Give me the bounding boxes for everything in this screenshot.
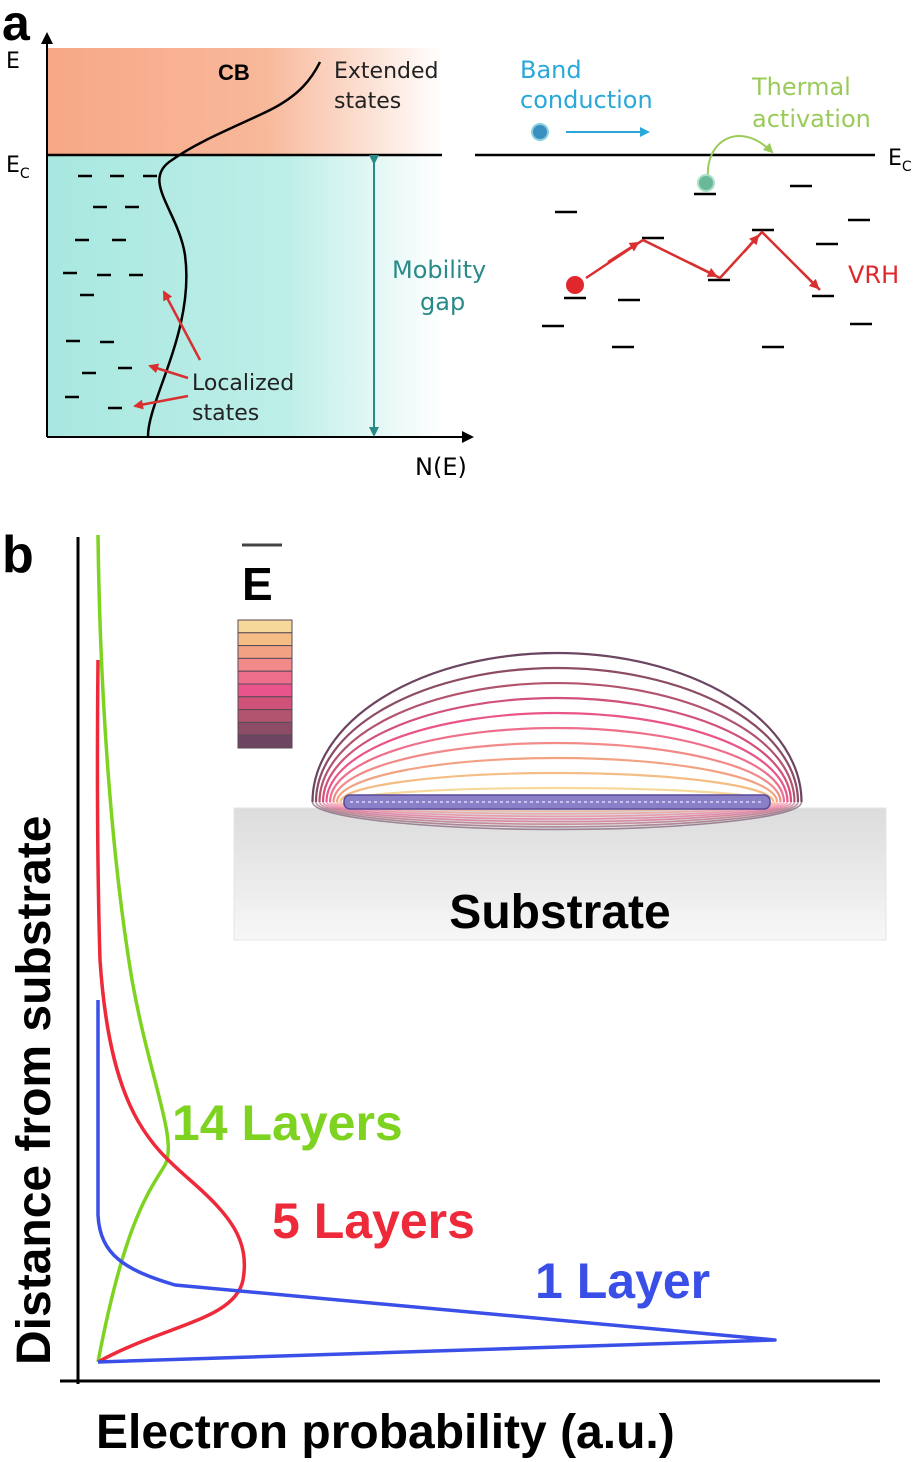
band-electron (531, 123, 549, 141)
band-conduction-label-2: conduction (520, 86, 653, 114)
y-axis-label: E (6, 49, 20, 74)
b-y-axis-label: Distance from substrate (8, 816, 61, 1366)
extended-states-label-2: states (334, 89, 401, 114)
thermal-activation-label-2: activation (752, 105, 871, 133)
field-line-upper (311, 651, 803, 803)
vrh-electron (566, 276, 584, 294)
legend-5-layers: 5 Layers (272, 1193, 475, 1249)
colorbar-swatch (237, 670, 293, 685)
vrh-hop-arrow-3 (743, 234, 760, 253)
mobility-gap-label-1: Mobility (392, 256, 486, 284)
ec-label-left: EC (6, 153, 30, 182)
vrh-hop-arrow-4 (799, 269, 820, 290)
localized-arrow-1 (162, 290, 202, 361)
field-line-upper (321, 696, 793, 803)
b-x-axis-label: Electron probability (a.u.) (96, 1406, 675, 1459)
localized-arrow-2 (148, 363, 189, 380)
ec-label-right: EC (888, 146, 912, 175)
field-line-upper (314, 666, 800, 803)
thermal-electron (697, 174, 715, 192)
localized-state-dashes (63, 174, 157, 410)
field-line-lower (325, 801, 789, 820)
colorbar-swatch (237, 632, 293, 647)
thermal-activation-label-1: Thermal (751, 73, 851, 101)
vrh-label: VRH (848, 261, 899, 289)
colorbar-swatch (237, 645, 293, 659)
field-line-lower (322, 801, 792, 823)
field-line-upper (339, 771, 775, 803)
field-line-lower (315, 801, 799, 828)
mobility-gap-label-2: gap (420, 288, 465, 316)
vrh-hop-arrow-1 (607, 241, 640, 264)
field-colorbar (237, 619, 293, 749)
panel-b-label: b (2, 526, 34, 584)
thermal-activation-arrow (706, 135, 774, 179)
localized-arrow-3 (133, 394, 189, 410)
trap-state-dashes (542, 184, 872, 349)
colorbar-swatch (237, 683, 293, 698)
colorbar-swatch (237, 696, 293, 711)
legend-14-layers: 14 Layers (172, 1095, 403, 1151)
localized-states-label-1: Localized (192, 371, 294, 396)
conduction-band-region (48, 48, 443, 155)
colorbar-swatch (237, 734, 293, 749)
colorbar-swatch (237, 619, 293, 634)
cb-label: CB (218, 60, 250, 85)
panel-a: a E N(E) EC CB Extended states (2, 0, 912, 481)
colorbar-swatch (237, 721, 293, 736)
localized-states-label-2: states (192, 401, 259, 426)
vrh-hop-arrow-2 (689, 261, 718, 278)
curve-5-layers (95, 659, 247, 1364)
curve-14-layers (96, 534, 170, 1363)
curve-1-layer (96, 1000, 777, 1364)
vrh-hop-path (585, 230, 821, 291)
density-of-states-curve (146, 61, 322, 437)
panel-a-label: a (2, 0, 31, 51)
legend-1-layer: 1 Layer (535, 1253, 710, 1309)
x-axis-label: N(E) (415, 453, 467, 481)
colorbar-swatch (237, 657, 293, 672)
field-line-lower (311, 801, 803, 831)
colorbar-swatch (237, 709, 293, 723)
field-label: E (242, 558, 273, 610)
field-line-upper (318, 681, 796, 803)
panel-b: b Distance from substrate Electron proba… (2, 526, 887, 1459)
field-line-upper (335, 756, 779, 803)
extended-states-label-1: Extended (334, 59, 439, 84)
band-conduction-label-1: Band (520, 56, 582, 84)
substrate-label: Substrate (449, 886, 670, 939)
field-line-upper (332, 741, 782, 803)
field-line-lower (318, 801, 796, 825)
field-line-upper (328, 726, 786, 803)
field-line-upper (325, 711, 789, 803)
